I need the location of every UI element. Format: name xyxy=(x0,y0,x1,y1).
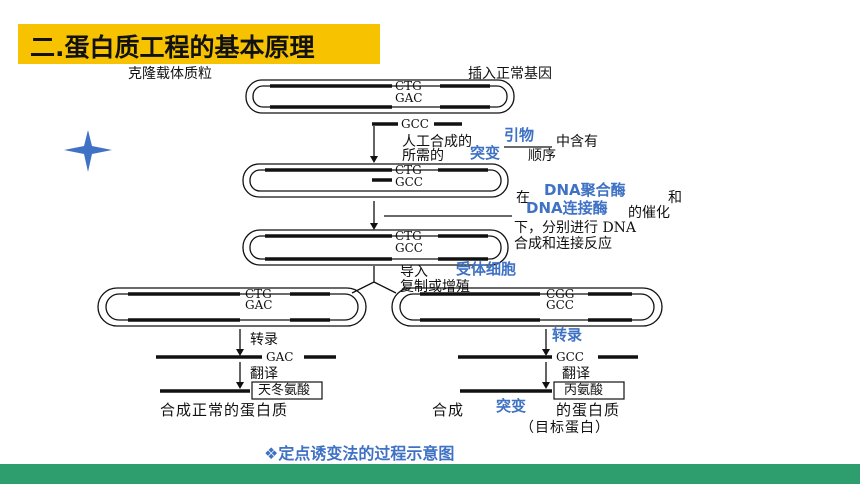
label-normal-protein: 合成正常的蛋白质 xyxy=(160,401,289,419)
product-box-right xyxy=(553,381,625,400)
label-transcribe-left: 转录 xyxy=(250,332,278,348)
answer-enzyme-2: DNA连接酶 xyxy=(526,199,608,217)
answer-transcription: 转录 xyxy=(552,326,583,344)
answer-mutation-1: 突变 xyxy=(470,144,501,162)
slide-title: 二.蛋白质工程的基本原理 xyxy=(30,33,315,62)
label-synth-prefix: 合成 xyxy=(432,401,465,419)
seq-p4-top: CTG xyxy=(245,287,272,301)
label-enzyme-line3: 下，分别进行 DNA xyxy=(514,220,637,236)
plasmid-3 xyxy=(242,229,509,266)
seq-p2-bottom: GCC xyxy=(395,175,423,189)
seq-p5-bottom: GCC xyxy=(546,298,574,312)
label-product-right: 丙氨酸 xyxy=(564,383,604,398)
seq-mrna-right: GCC xyxy=(556,350,584,364)
label-translate-right: 翻译 xyxy=(562,366,590,382)
label-enzyme-line4: 合成和连接反应 xyxy=(514,236,612,252)
plasmid-1 xyxy=(245,79,515,114)
plasmid-2 xyxy=(242,163,509,198)
label-translate-left: 翻译 xyxy=(250,366,278,382)
label-plasmid: 克隆载体质粒 xyxy=(128,66,212,82)
seq-p2-top: CTG xyxy=(395,163,422,177)
label-product-left: 天冬氨酸 xyxy=(258,383,311,398)
label-primer-prefix: 人工合成的 xyxy=(402,134,472,150)
label-import: 导入 xyxy=(400,264,428,280)
star-icon xyxy=(64,130,112,172)
title-bar xyxy=(18,24,380,64)
seq-p1-bottom: GAC xyxy=(395,91,422,105)
figure-caption: ❖定点诱变法的过程示意图 xyxy=(264,444,455,463)
label-target-protein: （目标蛋白） xyxy=(520,420,610,436)
label-enzyme-in: 在 xyxy=(516,190,530,206)
seq-primer: GCC xyxy=(401,117,429,131)
plasmid-4 xyxy=(97,287,367,327)
seq-p3-bottom: GCC xyxy=(395,241,423,255)
answer-primer: 引物 xyxy=(504,126,535,144)
label-replicate: 复制或增殖 xyxy=(400,279,470,295)
seq-p5-top: CGG xyxy=(546,287,574,301)
answer-enzyme-1: DNA聚合酶 xyxy=(544,181,626,199)
product-box-left xyxy=(251,381,323,400)
seq-p4-bottom: GAC xyxy=(245,298,272,312)
plasmid-5 xyxy=(391,287,663,327)
answer-recipient: 受体细胞 xyxy=(456,260,517,278)
label-enzyme-catalysis: 的催化 xyxy=(628,205,670,221)
label-needed-prefix: 所需的 xyxy=(402,148,444,164)
label-enzyme-and: 和 xyxy=(668,190,682,206)
label-insert-gene: 插入正常基因 xyxy=(468,66,552,82)
seq-p3-top: CTG xyxy=(395,229,422,243)
footer-bar xyxy=(0,464,860,484)
seq-mrna-left: GAC xyxy=(266,350,293,364)
answer-mutation-2: 突变 xyxy=(496,397,527,415)
label-needed-suffix: 顺序 xyxy=(528,148,556,164)
label-synth-suffix: 的蛋白质 xyxy=(556,401,621,419)
label-primer-suffix: 中含有 xyxy=(556,134,598,150)
seq-p1-top: CTG xyxy=(395,79,422,93)
